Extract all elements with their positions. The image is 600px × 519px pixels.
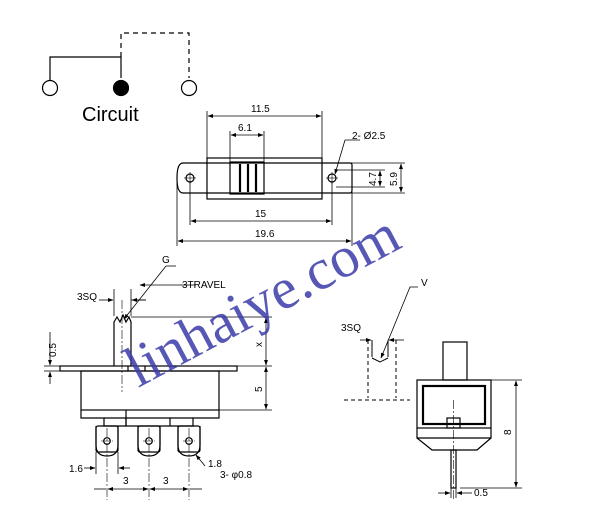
end-housing: [416, 379, 492, 429]
dim-1-6: 1.6: [69, 464, 83, 475]
dim-x: x: [254, 342, 265, 347]
dim-4-7: 4.7: [368, 172, 379, 186]
label-3sq-end: 3SQ: [341, 323, 361, 334]
circuit-terminal-right: [180, 79, 198, 97]
side-view: [44, 265, 272, 500]
side-actuator: [113, 313, 132, 366]
dim-6-1: 6.1: [238, 123, 252, 134]
dim-15: 15: [255, 209, 267, 220]
dim-1-8: 1.8: [208, 459, 222, 470]
side-body: [80, 370, 220, 411]
dim-pitch-right: 3: [163, 476, 169, 487]
circuit-symbol: [41, 32, 198, 97]
label-travel: 3TRAVEL: [182, 280, 226, 291]
end-view: [344, 286, 522, 500]
top-slider-window: [206, 157, 323, 200]
leader-holes: [335, 139, 360, 174]
dim-holes: 2- Ø2.5: [352, 131, 386, 142]
end-base: [416, 428, 492, 439]
dim-0-5-left: 0.5: [48, 343, 59, 357]
dim-5-9: 5.9: [389, 172, 400, 186]
circuit-dashed-throw: [120, 32, 190, 78]
dim-11-5: 11.5: [251, 104, 270, 115]
leader-g: [123, 265, 167, 320]
label-3sq-side: 3SQ: [77, 292, 97, 303]
label-v: V: [421, 278, 428, 289]
circuit-label: Circuit: [82, 104, 139, 126]
end-actuator-groove: [371, 357, 389, 363]
top-actuator: [229, 161, 265, 195]
circuit-lever: [49, 56, 122, 80]
leader-v: [380, 286, 418, 359]
leader-1-8: [195, 454, 206, 467]
top-view: [176, 111, 405, 246]
dim-5: 5: [254, 386, 265, 392]
dim-19-6: 19.6: [255, 229, 275, 240]
label-g: G: [162, 255, 170, 266]
dim-pitch-left: 3: [123, 476, 129, 487]
end-actuator-top: [442, 341, 468, 381]
end-housing-inner: [421, 384, 487, 426]
circuit-terminal-common: [112, 79, 130, 97]
side-base: [80, 410, 220, 427]
dim-0-5-end: 0.5: [474, 488, 488, 499]
circuit-terminal-left: [41, 79, 59, 97]
dim-pin-holes: 3- φ0.8: [220, 470, 252, 481]
dim-8: 8: [503, 429, 514, 435]
